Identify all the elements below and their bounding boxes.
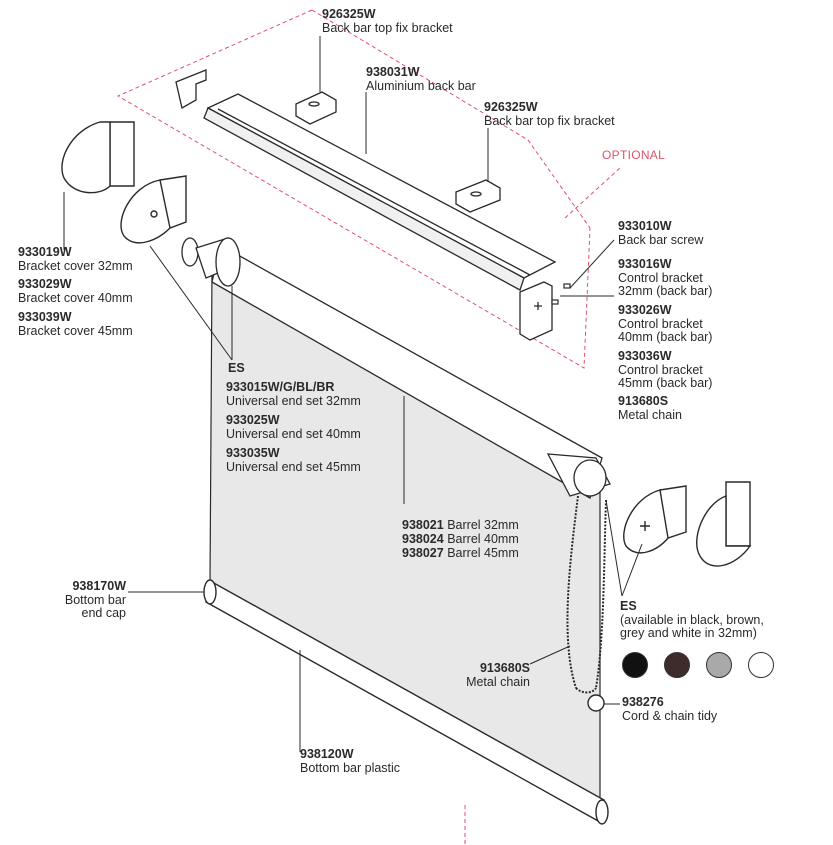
part-desc: Metal chain: [618, 407, 682, 422]
right-control-unit: [546, 453, 611, 497]
part-code: 938021: [402, 518, 444, 532]
part-desc: (available in black, brown,: [620, 612, 764, 627]
label-bracket-cover-40: 933029W Bracket cover 40mm: [18, 277, 133, 305]
part-code: 938276: [622, 695, 664, 709]
part-code: 933036W: [618, 349, 672, 363]
color-swatch-white: [748, 652, 774, 678]
label-bracket-cover-45: 933039W Bracket cover 45mm: [18, 310, 133, 338]
part-desc: Back bar screw: [618, 232, 704, 247]
part-desc: Cord & chain tidy: [622, 708, 718, 723]
part-desc: 45mm (back bar): [618, 376, 713, 390]
part-desc: 40mm (back bar): [618, 330, 713, 344]
label-metal-chain-bottom: 913680S Metal chain: [440, 661, 530, 689]
aluminium-back-bar: [203, 93, 557, 291]
part-desc: Universal end set 40mm: [226, 426, 361, 441]
part-code: 913680S: [479, 661, 530, 675]
metal-chain: [566, 495, 607, 694]
part-code: 933016W: [618, 257, 672, 271]
label-end-set-40: 933025W Universal end set 40mm: [226, 413, 361, 441]
bracket-cover: [61, 121, 135, 194]
label-barrel-45: 938027 Barrel 45mm: [402, 546, 519, 561]
part-desc: Back bar top fix bracket: [484, 113, 615, 128]
left-control-bracket: [120, 175, 187, 244]
part-code: 926325W: [484, 100, 538, 114]
label-control-bracket-40: 933026W Control bracket 40mm (back bar): [618, 303, 713, 345]
label-top-bracket-a: 926325W Back bar top fix bracket: [322, 7, 453, 35]
part-code: 933039W: [18, 310, 72, 324]
label-chain-tidy: 938276 Cord & chain tidy: [622, 695, 718, 723]
optional-dashed-box: [116, 9, 621, 845]
part-desc: Bottom bar: [64, 592, 126, 607]
part-desc: Control bracket: [618, 362, 703, 377]
color-swatch-grey: [706, 652, 732, 678]
part-code: 938170W: [72, 579, 126, 593]
part-desc: Aluminium back bar: [366, 78, 476, 93]
label-bottom-bar: 938120W Bottom bar plastic: [300, 747, 401, 775]
part-desc: Bracket cover 45mm: [18, 323, 133, 338]
label-es-left: ES: [228, 361, 245, 376]
part-desc: Metal chain: [466, 674, 530, 689]
part-desc: Barrel 32mm: [447, 518, 519, 532]
part-desc: Universal end set 32mm: [226, 393, 361, 408]
back-bar-end-bracket: [175, 69, 207, 109]
part-desc: end cap: [81, 606, 126, 620]
label-end-set-32: 933015W/G/BL/BR Universal end set 32mm: [226, 380, 361, 408]
part-code: 933025W: [226, 413, 280, 427]
top-fix-bracket-a: [295, 91, 337, 125]
part-desc: Barrel 45mm: [447, 546, 519, 560]
part-desc: Bracket cover 40mm: [18, 290, 133, 305]
part-desc: Bracket cover 32mm: [18, 258, 133, 273]
part-desc: Universal end set 45mm: [226, 459, 361, 474]
label-bracket-cover-32: 933019W Bracket cover 32mm: [18, 245, 133, 273]
part-code: 938120W: [300, 747, 354, 761]
leader-lines: [63, 36, 643, 752]
part-code: 933026W: [618, 303, 672, 317]
label-control-bracket-45: 933036W Control bracket 45mm (back bar): [618, 349, 713, 391]
label-barrel-32: 938021 Barrel 32mm: [402, 518, 519, 533]
label-metal-chain-top: 913680S Metal chain: [618, 394, 682, 422]
label-control-bracket-32: 933016W Control bracket 32mm (back bar): [618, 257, 713, 299]
part-code: 933010W: [618, 219, 672, 233]
part-desc: Control bracket: [618, 316, 703, 331]
label-end-set-45: 933035W Universal end set 45mm: [226, 446, 361, 474]
part-desc: Back bar top fix bracket: [322, 20, 453, 35]
bottom-bar: [203, 579, 609, 825]
part-desc: grey and white in 32mm): [620, 626, 757, 640]
label-es-right: ES (available in black, brown, grey and …: [620, 599, 764, 641]
label-barrel-40: 938024 Barrel 40mm: [402, 532, 519, 547]
label-back-bar-screw: 933010W Back bar screw: [618, 219, 704, 247]
part-desc: Bottom bar plastic: [300, 760, 401, 775]
label-top-bracket-b: 926325W Back bar top fix bracket: [484, 100, 615, 128]
part-code: ES: [620, 599, 637, 613]
part-code: 913680S: [618, 394, 669, 408]
control-bracket-back-bar: [519, 281, 553, 341]
part-code: 938027: [402, 546, 444, 560]
part-code: 938031W: [366, 65, 420, 79]
label-bottom-end-cap: 938170W Bottom bar end cap: [36, 579, 126, 621]
barrel: [181, 237, 603, 499]
part-code: 933029W: [18, 277, 72, 291]
optional-label: OPTIONAL: [602, 148, 666, 162]
part-desc: Control bracket: [618, 270, 703, 285]
cord-chain-tidy: [587, 694, 605, 712]
color-swatch-black: [622, 652, 648, 678]
part-code: ES: [228, 361, 245, 375]
part-desc: 32mm (back bar): [618, 284, 713, 298]
right-bracket-cover: [696, 481, 752, 567]
part-code: 926325W: [322, 7, 376, 21]
right-control-bracket: [623, 485, 687, 554]
back-bar-screws: [551, 283, 571, 305]
part-code: 933019W: [18, 245, 72, 259]
label-back-bar: 938031W Aluminium back bar: [366, 65, 476, 93]
part-desc: Barrel 40mm: [447, 532, 519, 546]
part-code: 933015W/G/BL/BR: [226, 380, 335, 394]
top-fix-bracket-b: [455, 179, 501, 213]
part-code: 933035W: [226, 446, 280, 460]
part-code: 938024: [402, 532, 444, 546]
color-swatch-brown: [664, 652, 690, 678]
